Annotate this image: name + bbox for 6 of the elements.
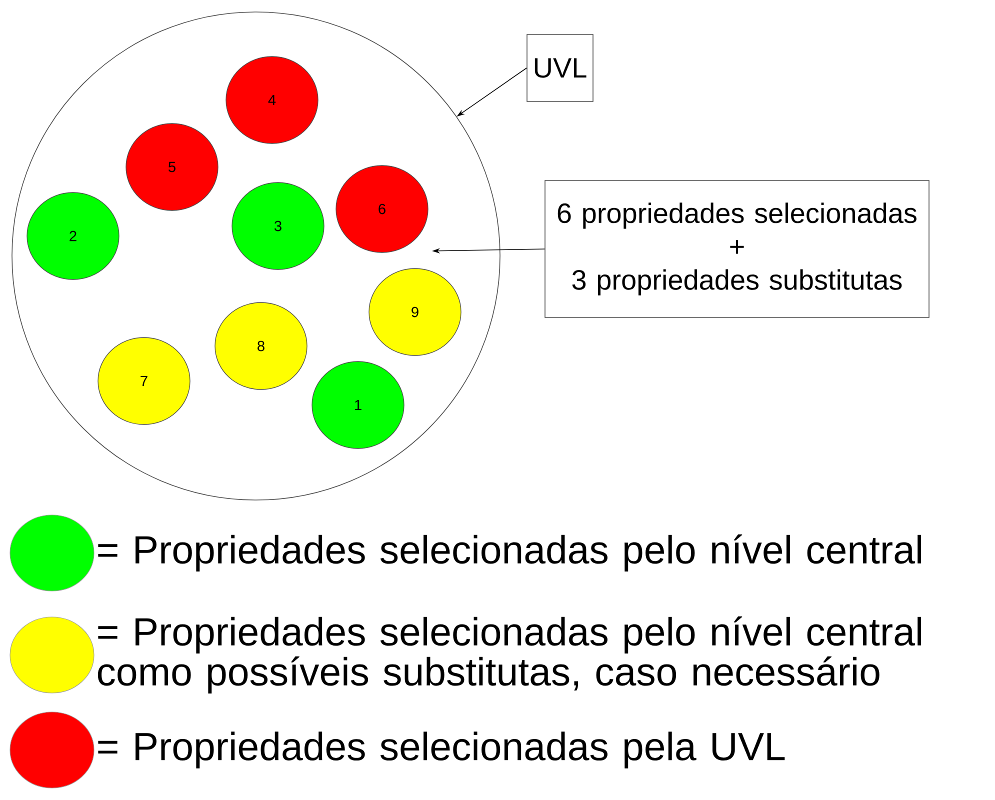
legend-text: = Propriedades selecionadas pelo nível central como possíveis substitutas, caso necessário bbox=[98, 616, 922, 694]
text-box: UVL bbox=[526, 34, 594, 102]
text-box: 6 propriedades selecionadas + 3 propriedades substitutas bbox=[544, 180, 930, 318]
legend-text: = Propriedades selecionadas pelo nível central bbox=[98, 534, 922, 572]
legend-text: = Propriedades selecionadas pela UVL bbox=[98, 732, 785, 768]
boundary-circle bbox=[12, 12, 500, 500]
